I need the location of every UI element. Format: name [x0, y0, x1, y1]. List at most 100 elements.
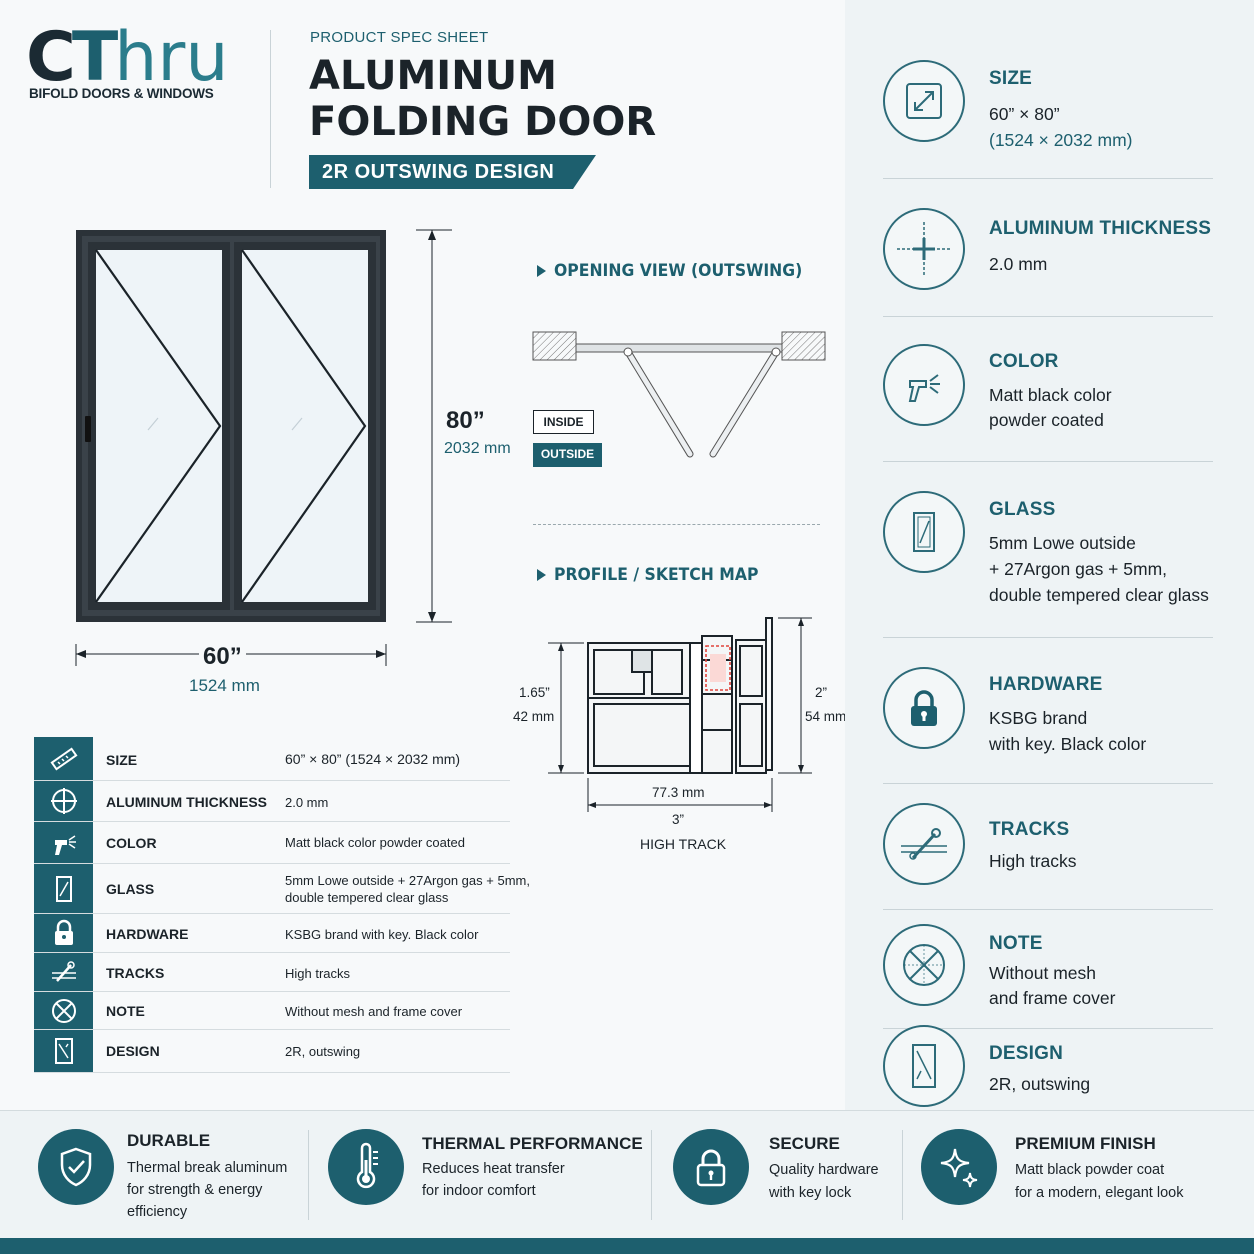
table-row: HARDWARE KSBG brand with key. Black colo…	[34, 914, 510, 953]
section-divider	[533, 524, 820, 525]
opening-view-diagram	[532, 331, 826, 458]
header-divider	[270, 30, 271, 188]
triangle-bullet-icon	[537, 265, 546, 277]
spec-label: TRACKS	[106, 965, 165, 981]
right-spec-hardware: HARDWARE KSBG brand with key. Black colo…	[883, 667, 1213, 757]
door-width-inches: 60”	[199, 643, 246, 671]
opening-view-heading: OPENING VIEW (OUTSWING)	[537, 261, 824, 281]
feature-text: with key lock	[769, 1185, 852, 1201]
padlock-icon	[34, 914, 93, 952]
eyebrow-text: PRODUCT SPEC SHEET	[310, 29, 489, 46]
page-title-line1: ALUMINUM	[309, 53, 557, 99]
logo-letter-t: T	[71, 18, 118, 97]
spray-gun-icon	[883, 344, 965, 426]
right-spec-title: GLASS	[989, 499, 1056, 520]
right-separator	[883, 909, 1213, 910]
crosshair-icon	[883, 208, 965, 290]
door-height-mm: 2032 mm	[444, 440, 511, 457]
table-row: DESIGN 2R, outswing	[34, 1030, 510, 1073]
profile-bottom-inches: 3”	[672, 812, 685, 827]
profile-sketch-drawing	[548, 617, 812, 812]
right-spec-title: SIZE	[989, 68, 1033, 89]
shield-check-icon	[38, 1129, 114, 1205]
profile-bottom-mm: 77.3 mm	[652, 785, 705, 800]
spec-value: Matt black color powder coated	[285, 835, 465, 850]
lock-icon	[673, 1129, 749, 1205]
spec-label: SIZE	[106, 752, 138, 768]
padlock-icon	[883, 667, 965, 749]
spec-label: COLOR	[106, 835, 157, 851]
feature-separator	[902, 1130, 903, 1220]
profile-left-inches: 1.65”	[519, 685, 550, 700]
feature-bar	[0, 1110, 1254, 1254]
feature-title: PREMIUM FINISH	[1015, 1134, 1156, 1153]
feature-title: DURABLE	[127, 1131, 211, 1150]
logo-letter-c: C	[26, 18, 76, 97]
right-separator	[883, 1028, 1213, 1029]
right-spec-line: 60” × 80”	[989, 104, 1060, 124]
feature-separator	[651, 1130, 652, 1220]
glass-pane-icon	[34, 864, 93, 913]
right-spec-line: 5mm Lowe outside	[989, 533, 1136, 553]
right-separator	[883, 461, 1213, 462]
right-spec-line: Without mesh	[989, 963, 1096, 983]
profile-caption: HIGH TRACK	[640, 836, 727, 852]
outside-tag: OUTSIDE	[533, 443, 602, 467]
table-row: ALUMINUM THICKNESS 2.0 mm	[34, 781, 510, 822]
right-spec-line: Matt black color	[989, 385, 1112, 405]
sparkle-icon	[921, 1129, 997, 1205]
feature-text: Thermal break aluminum	[127, 1160, 288, 1176]
design-banner-label: 2R OUTSWING DESIGN	[322, 161, 555, 183]
feature-separator	[308, 1130, 309, 1220]
right-spec-title: COLOR	[989, 351, 1059, 372]
crosshair-icon	[34, 781, 93, 821]
right-spec-title: DESIGN	[989, 1043, 1064, 1064]
profile-title: PROFILE / SKETCH MAP	[554, 565, 759, 585]
spec-label: GLASS	[106, 881, 155, 897]
door-width-mm: 1524 mm	[189, 676, 260, 695]
table-row: NOTE Without mesh and frame cover	[34, 992, 510, 1030]
feature-text: for a modern, elegant look	[1015, 1185, 1184, 1201]
feature-text: Quality hardware	[769, 1162, 879, 1178]
right-spec-design: DESIGN 2R, outswing	[883, 1025, 1213, 1107]
profile-right-inches: 2”	[815, 685, 828, 700]
footer-accent-strip	[0, 1238, 1254, 1254]
right-spec-title: ALUMINUM THICKNESS	[989, 218, 1212, 239]
page-title-line2: FOLDING DOOR	[309, 99, 657, 145]
feature-text: Matt black powder coat	[1015, 1162, 1165, 1178]
right-spec-line: KSBG brand	[989, 708, 1088, 728]
table-row: TRACKS High tracks	[34, 953, 510, 992]
feature-text: efficiency	[127, 1204, 188, 1220]
no-mesh-icon	[34, 992, 93, 1029]
right-spec-title: TRACKS	[989, 819, 1070, 840]
profile-heading: PROFILE / SKETCH MAP	[537, 565, 776, 585]
feature-text: Reduces heat transfer	[422, 1161, 565, 1177]
right-spec-line: 2.0 mm	[989, 254, 1048, 274]
spec-value: 60” × 80” (1524 × 2032 mm)	[285, 751, 461, 767]
no-mesh-icon	[883, 924, 965, 1006]
track-icon	[34, 953, 93, 991]
spec-label: ALUMINUM THICKNESS	[106, 794, 267, 810]
feature-title: THERMAL PERFORMANCE	[422, 1134, 643, 1153]
triangle-bullet-icon	[537, 569, 546, 581]
right-spec-line: double tempered clear glass	[989, 585, 1209, 605]
thermometer-icon	[328, 1129, 404, 1205]
spec-value: 5mm Lowe outside + 27Argon gas + 5mm,	[285, 873, 530, 888]
inside-tag: INSIDE	[533, 410, 594, 434]
feature-title: SECURE	[769, 1134, 840, 1153]
resize-icon	[883, 60, 965, 142]
spec-value: 2.0 mm	[285, 795, 329, 810]
right-spec-glass: GLASS 5mm Lowe outside + 27Argon gas + 5…	[883, 491, 1213, 606]
right-spec-title: HARDWARE	[989, 674, 1103, 695]
right-spec-line: powder coated	[989, 410, 1104, 430]
right-spec-line: High tracks	[989, 851, 1077, 871]
right-spec-line: and frame cover	[989, 988, 1116, 1008]
right-separator	[883, 783, 1213, 784]
spec-label: DESIGN	[106, 1043, 160, 1059]
profile-left-mm: 42 mm	[513, 709, 555, 724]
spec-label: HARDWARE	[106, 926, 189, 942]
spec-value: Without mesh and frame cover	[285, 1004, 463, 1019]
right-spec-title: NOTE	[989, 933, 1043, 954]
ruler-icon	[34, 737, 93, 780]
spec-value: High tracks	[285, 966, 351, 981]
